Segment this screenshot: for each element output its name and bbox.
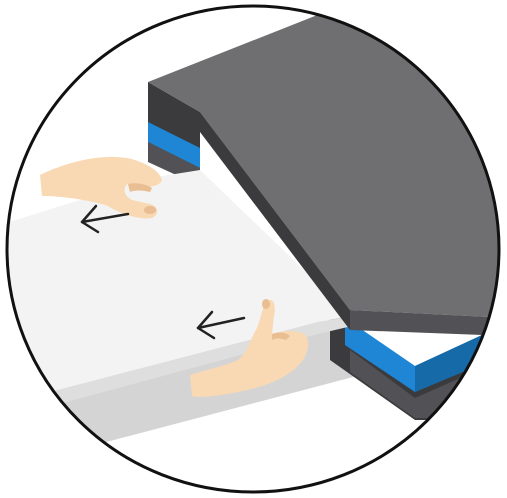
panel-left-blue xyxy=(148,122,200,168)
circle-frame xyxy=(5,4,501,494)
lower-hand xyxy=(190,299,309,397)
upper-left-arrow-icon xyxy=(80,204,130,234)
panel-front-edge-right xyxy=(350,310,499,336)
pulled-sheet xyxy=(7,170,352,410)
panel-front-edge xyxy=(200,112,350,330)
panel-top xyxy=(148,10,499,318)
upper-hand xyxy=(40,156,162,219)
lower-left-arrow-icon xyxy=(196,310,246,340)
